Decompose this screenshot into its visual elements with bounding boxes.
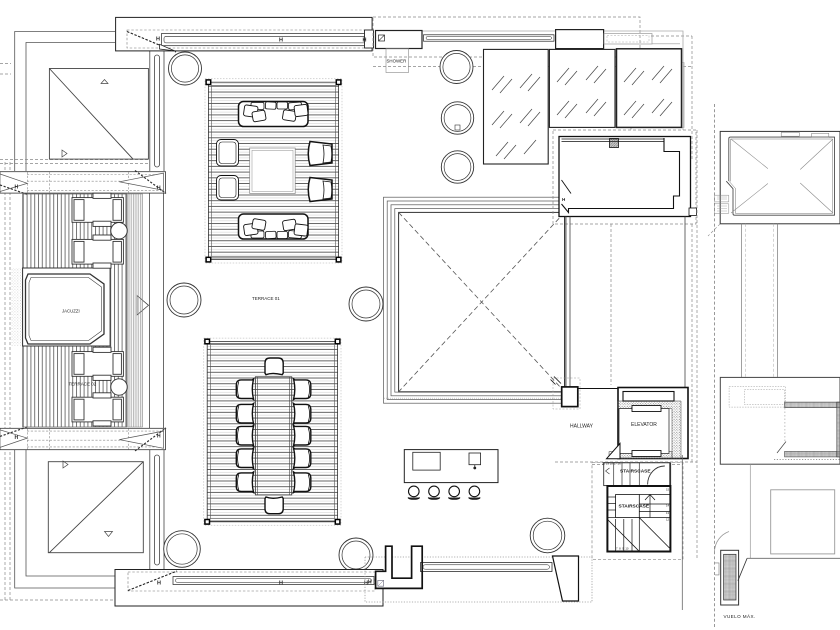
svg-text:H: H: [279, 581, 283, 587]
svg-text:TERRACE 01: TERRACE 01: [252, 296, 280, 301]
svg-text:H: H: [364, 581, 368, 587]
svg-text:H: H: [368, 580, 372, 586]
svg-text:7 8 9 10: 7 8 9 10: [616, 547, 629, 551]
svg-text:H: H: [363, 38, 367, 44]
svg-text:SHOWER: SHOWER: [387, 59, 407, 64]
svg-text:JACUZZI: JACUZZI: [62, 309, 80, 314]
svg-text:H: H: [156, 37, 160, 43]
svg-text:TERRACE 02: TERRACE 02: [69, 382, 97, 387]
svg-text:VUELO MÁX.: VUELO MÁX.: [724, 613, 756, 619]
svg-text:H: H: [157, 186, 161, 192]
svg-text:ELEVATOR: ELEVATOR: [631, 422, 657, 428]
svg-text:H: H: [562, 197, 566, 202]
svg-text:STAIRSCASE: STAIRSCASE: [620, 469, 651, 475]
svg-text:H: H: [157, 434, 161, 440]
svg-text:14: 14: [666, 504, 670, 508]
svg-text:12: 12: [666, 518, 670, 522]
svg-text:H: H: [157, 581, 161, 587]
svg-text:13: 13: [666, 511, 670, 515]
svg-text:H: H: [279, 38, 283, 44]
svg-text:STAIRSCASE: STAIRSCASE: [619, 504, 650, 510]
svg-text:15: 15: [666, 488, 670, 492]
svg-text:H: H: [15, 435, 19, 441]
svg-text:20 19 18 17 16: 20 19 18 17 16: [602, 462, 621, 466]
svg-text:HALLWAY: HALLWAY: [570, 424, 594, 430]
svg-text:H: H: [15, 185, 19, 191]
